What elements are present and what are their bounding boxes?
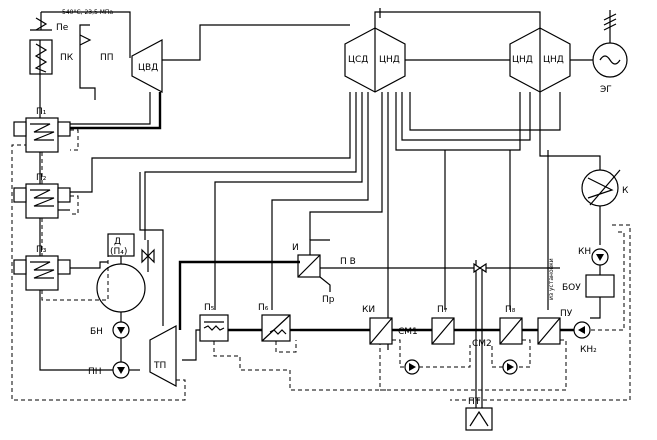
label-pu: ПУ bbox=[560, 309, 573, 319]
condenser: К КН БОУ КН₂ ПУ из установки bbox=[450, 169, 631, 401]
label-pr: Пр bbox=[322, 295, 335, 305]
primary-superheater bbox=[29, 39, 53, 75]
evaporator: И Пр bbox=[292, 239, 335, 305]
deaerator-tank bbox=[96, 263, 146, 313]
superheater-coil bbox=[34, 43, 48, 73]
lp-heater-p8: П₈ bbox=[499, 305, 523, 345]
drive-turbine-condenser: ПТ bbox=[465, 260, 493, 431]
condenser-coil bbox=[587, 177, 614, 199]
lp-heater-p7: П₇ bbox=[431, 305, 455, 345]
label-kn: КН bbox=[578, 247, 591, 257]
boiler: Пе ПК 540°С, 23,5 МПа ПП bbox=[29, 9, 131, 100]
label-cvd: ЦВД bbox=[138, 63, 158, 73]
label-tp: ТП bbox=[153, 361, 166, 371]
lp-heater-pu bbox=[537, 317, 561, 345]
label-cnd3: ЦНД bbox=[543, 55, 564, 65]
ip-turbine: ЦСД ЦНД bbox=[344, 27, 406, 93]
condenser-body bbox=[581, 169, 619, 207]
deaerator-valve-icon[interactable] bbox=[141, 248, 149, 264]
reheater-coil bbox=[79, 34, 92, 46]
label-p1: П₁ bbox=[36, 107, 47, 117]
pump2-arrow-icon bbox=[578, 326, 585, 334]
label-p8: П₈ bbox=[505, 305, 516, 315]
feed-pump-icon bbox=[117, 367, 125, 374]
label-bou: БОУ bbox=[562, 283, 581, 293]
main-steam-line bbox=[41, 11, 131, 45]
drain-pump-1-icon bbox=[409, 363, 416, 371]
heater-p1: П₁ bbox=[13, 107, 71, 153]
label-p5: П₅ bbox=[204, 303, 215, 313]
label-cnd2: ЦНД bbox=[512, 55, 533, 65]
label-bn: БН bbox=[90, 327, 103, 337]
bou-unit bbox=[585, 274, 615, 298]
label-pe: Пе bbox=[56, 23, 69, 33]
deaerator: Д (П₄) БН ПН bbox=[39, 40, 155, 379]
heater-p3: П₃ bbox=[13, 245, 71, 291]
label-k: К bbox=[622, 186, 629, 196]
crossover-pipe bbox=[374, 11, 541, 28]
label-pp: ПП bbox=[100, 53, 114, 63]
extraction-lines bbox=[60, 92, 601, 350]
label-ki: КИ bbox=[362, 305, 375, 315]
label-from-purification: из установки bbox=[548, 258, 555, 300]
label-p7: П₇ bbox=[437, 305, 448, 315]
booster-pump-icon bbox=[117, 327, 125, 334]
label-pt: ПТ bbox=[468, 397, 481, 407]
generator-sine bbox=[599, 55, 621, 65]
heater-p6: П₆ bbox=[258, 303, 291, 342]
label-d: Д bbox=[114, 237, 121, 247]
pump-arrow-icon bbox=[596, 254, 604, 261]
generator: ЭГ bbox=[592, 10, 628, 95]
hp-cylinder bbox=[131, 39, 163, 93]
label-sm1: СМ1 bbox=[398, 327, 418, 337]
reheater-line bbox=[79, 24, 96, 100]
label-pv: П В bbox=[340, 257, 356, 267]
hp-turbine: ЦВД bbox=[129, 24, 350, 93]
label-p3: П₃ bbox=[36, 245, 47, 255]
label-i: И bbox=[292, 243, 299, 253]
label-pk: ПК bbox=[60, 53, 74, 63]
lp-turbine: ЦНД ЦНД bbox=[509, 27, 571, 93]
drain-pump-2-icon bbox=[507, 363, 514, 371]
valve-left-icon[interactable] bbox=[473, 262, 482, 274]
label-p2: П₂ bbox=[36, 173, 47, 183]
label-kn2: КН₂ bbox=[580, 345, 597, 355]
heater-p5: П₅ bbox=[199, 303, 229, 342]
label-p6: П₆ bbox=[258, 303, 269, 313]
drive-turbine: ТП bbox=[11, 144, 300, 401]
heater-p2: П₂ bbox=[13, 173, 71, 219]
boiler-coil bbox=[35, 17, 48, 31]
heater-ki: КИ bbox=[362, 305, 393, 345]
label-csd: ЦСД bbox=[348, 55, 368, 65]
label-eg: ЭГ bbox=[600, 85, 612, 95]
label-cnd1: ЦНД bbox=[379, 55, 400, 65]
valve-right-icon[interactable] bbox=[478, 262, 487, 274]
hp-exhaust-to-reheat bbox=[162, 24, 350, 61]
label-d-sub: (П₄) bbox=[110, 247, 127, 257]
label-pn: ПН bbox=[88, 367, 102, 377]
